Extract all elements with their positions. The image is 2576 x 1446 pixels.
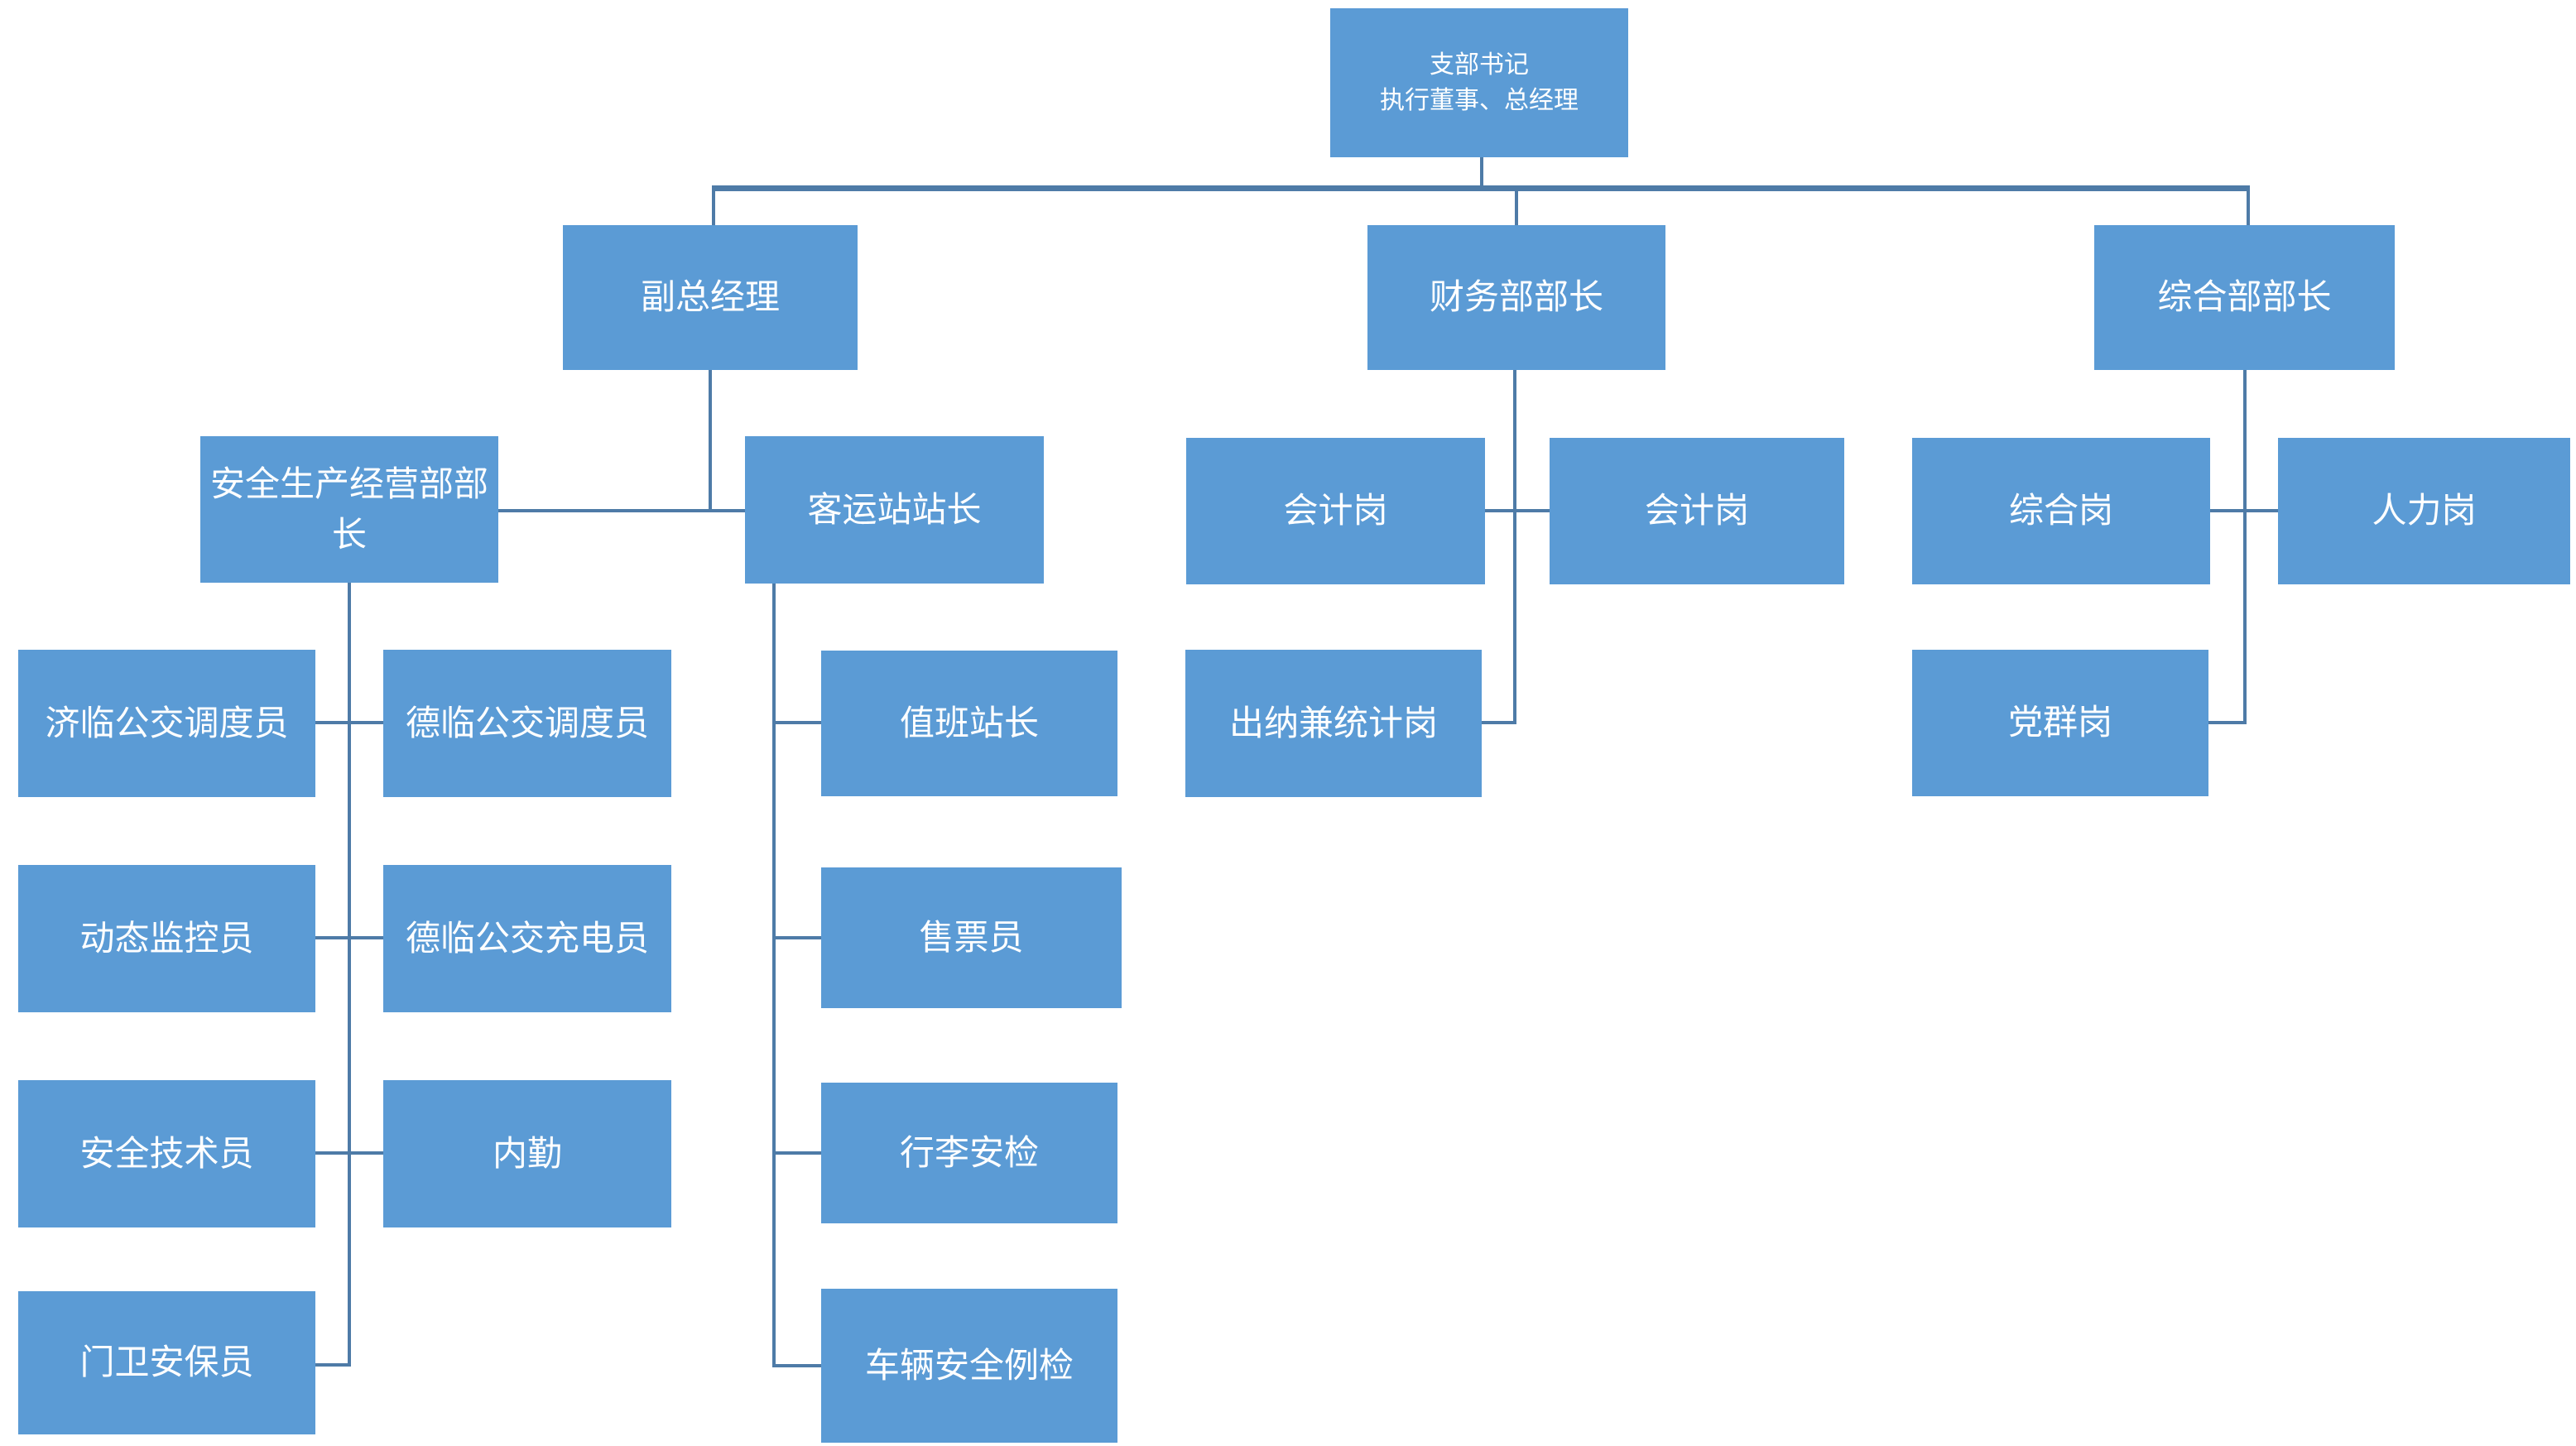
connector-line — [1480, 157, 1483, 189]
org-node-jilin-bus-dispatcher: 济临公交调度员 — [18, 650, 315, 797]
connector-line — [772, 1151, 821, 1155]
connector-line — [498, 509, 745, 512]
connector-line — [2208, 721, 2247, 724]
connector-line — [772, 1364, 821, 1367]
org-node-general-dept-head: 综合部部长 — [2094, 225, 2395, 370]
connector-line — [712, 185, 715, 225]
connector-line — [2247, 185, 2250, 225]
org-node-vehicle-safety-inspection: 车辆安全例检 — [821, 1289, 1117, 1443]
org-node-dynamic-monitor: 动态监控员 — [18, 865, 315, 1012]
connector-line — [315, 1151, 383, 1155]
connector-line — [772, 584, 776, 1367]
connector-line — [315, 721, 383, 724]
org-node-vice-general-manager: 副总经理 — [563, 225, 858, 370]
connector-line — [1482, 721, 1516, 724]
connector-line — [772, 721, 821, 724]
connector-line — [712, 185, 2250, 191]
org-node-finance-dept-head: 财务部部长 — [1367, 225, 1665, 370]
connector-line — [315, 1363, 351, 1367]
connector-line — [772, 936, 821, 939]
org-node-hr-post: 人力岗 — [2278, 438, 2570, 584]
org-node-general-post: 综合岗 — [1912, 438, 2210, 584]
org-node-duty-station-master: 值班站长 — [821, 651, 1117, 796]
connector-line — [1515, 185, 1518, 225]
org-node-accounting-post-2: 会计岗 — [1550, 438, 1844, 584]
connector-line — [2210, 509, 2278, 512]
org-node-safety-technician: 安全技术员 — [18, 1080, 315, 1227]
connector-line — [1513, 370, 1516, 724]
org-node-passenger-station-master: 客运站站长 — [745, 436, 1044, 584]
org-node-safety-production-ops-head: 安全生产经营部部 长 — [200, 436, 498, 583]
org-node-baggage-security-check: 行李安检 — [821, 1083, 1117, 1223]
connector-line — [315, 936, 383, 939]
org-node-cashier-statistics-post: 出纳兼统计岗 — [1185, 650, 1482, 797]
org-node-delin-bus-dispatcher: 德临公交调度员 — [383, 650, 671, 797]
org-node-delin-bus-charger: 德临公交充电员 — [383, 865, 671, 1012]
connector-line — [348, 583, 351, 1367]
org-node-gate-security-guard: 门卫安保员 — [18, 1291, 315, 1434]
org-node-office-clerk: 内勤 — [383, 1080, 671, 1227]
org-node-branch-secretary-gm: 支部书记 执行董事、总经理 — [1330, 8, 1628, 157]
connector-line — [1485, 509, 1550, 512]
org-node-ticket-seller: 售票员 — [821, 867, 1122, 1008]
connector-line — [709, 370, 712, 512]
org-node-accounting-post-1: 会计岗 — [1186, 438, 1485, 584]
org-node-party-mass-post: 党群岗 — [1912, 650, 2208, 796]
connector-line — [2243, 370, 2247, 724]
